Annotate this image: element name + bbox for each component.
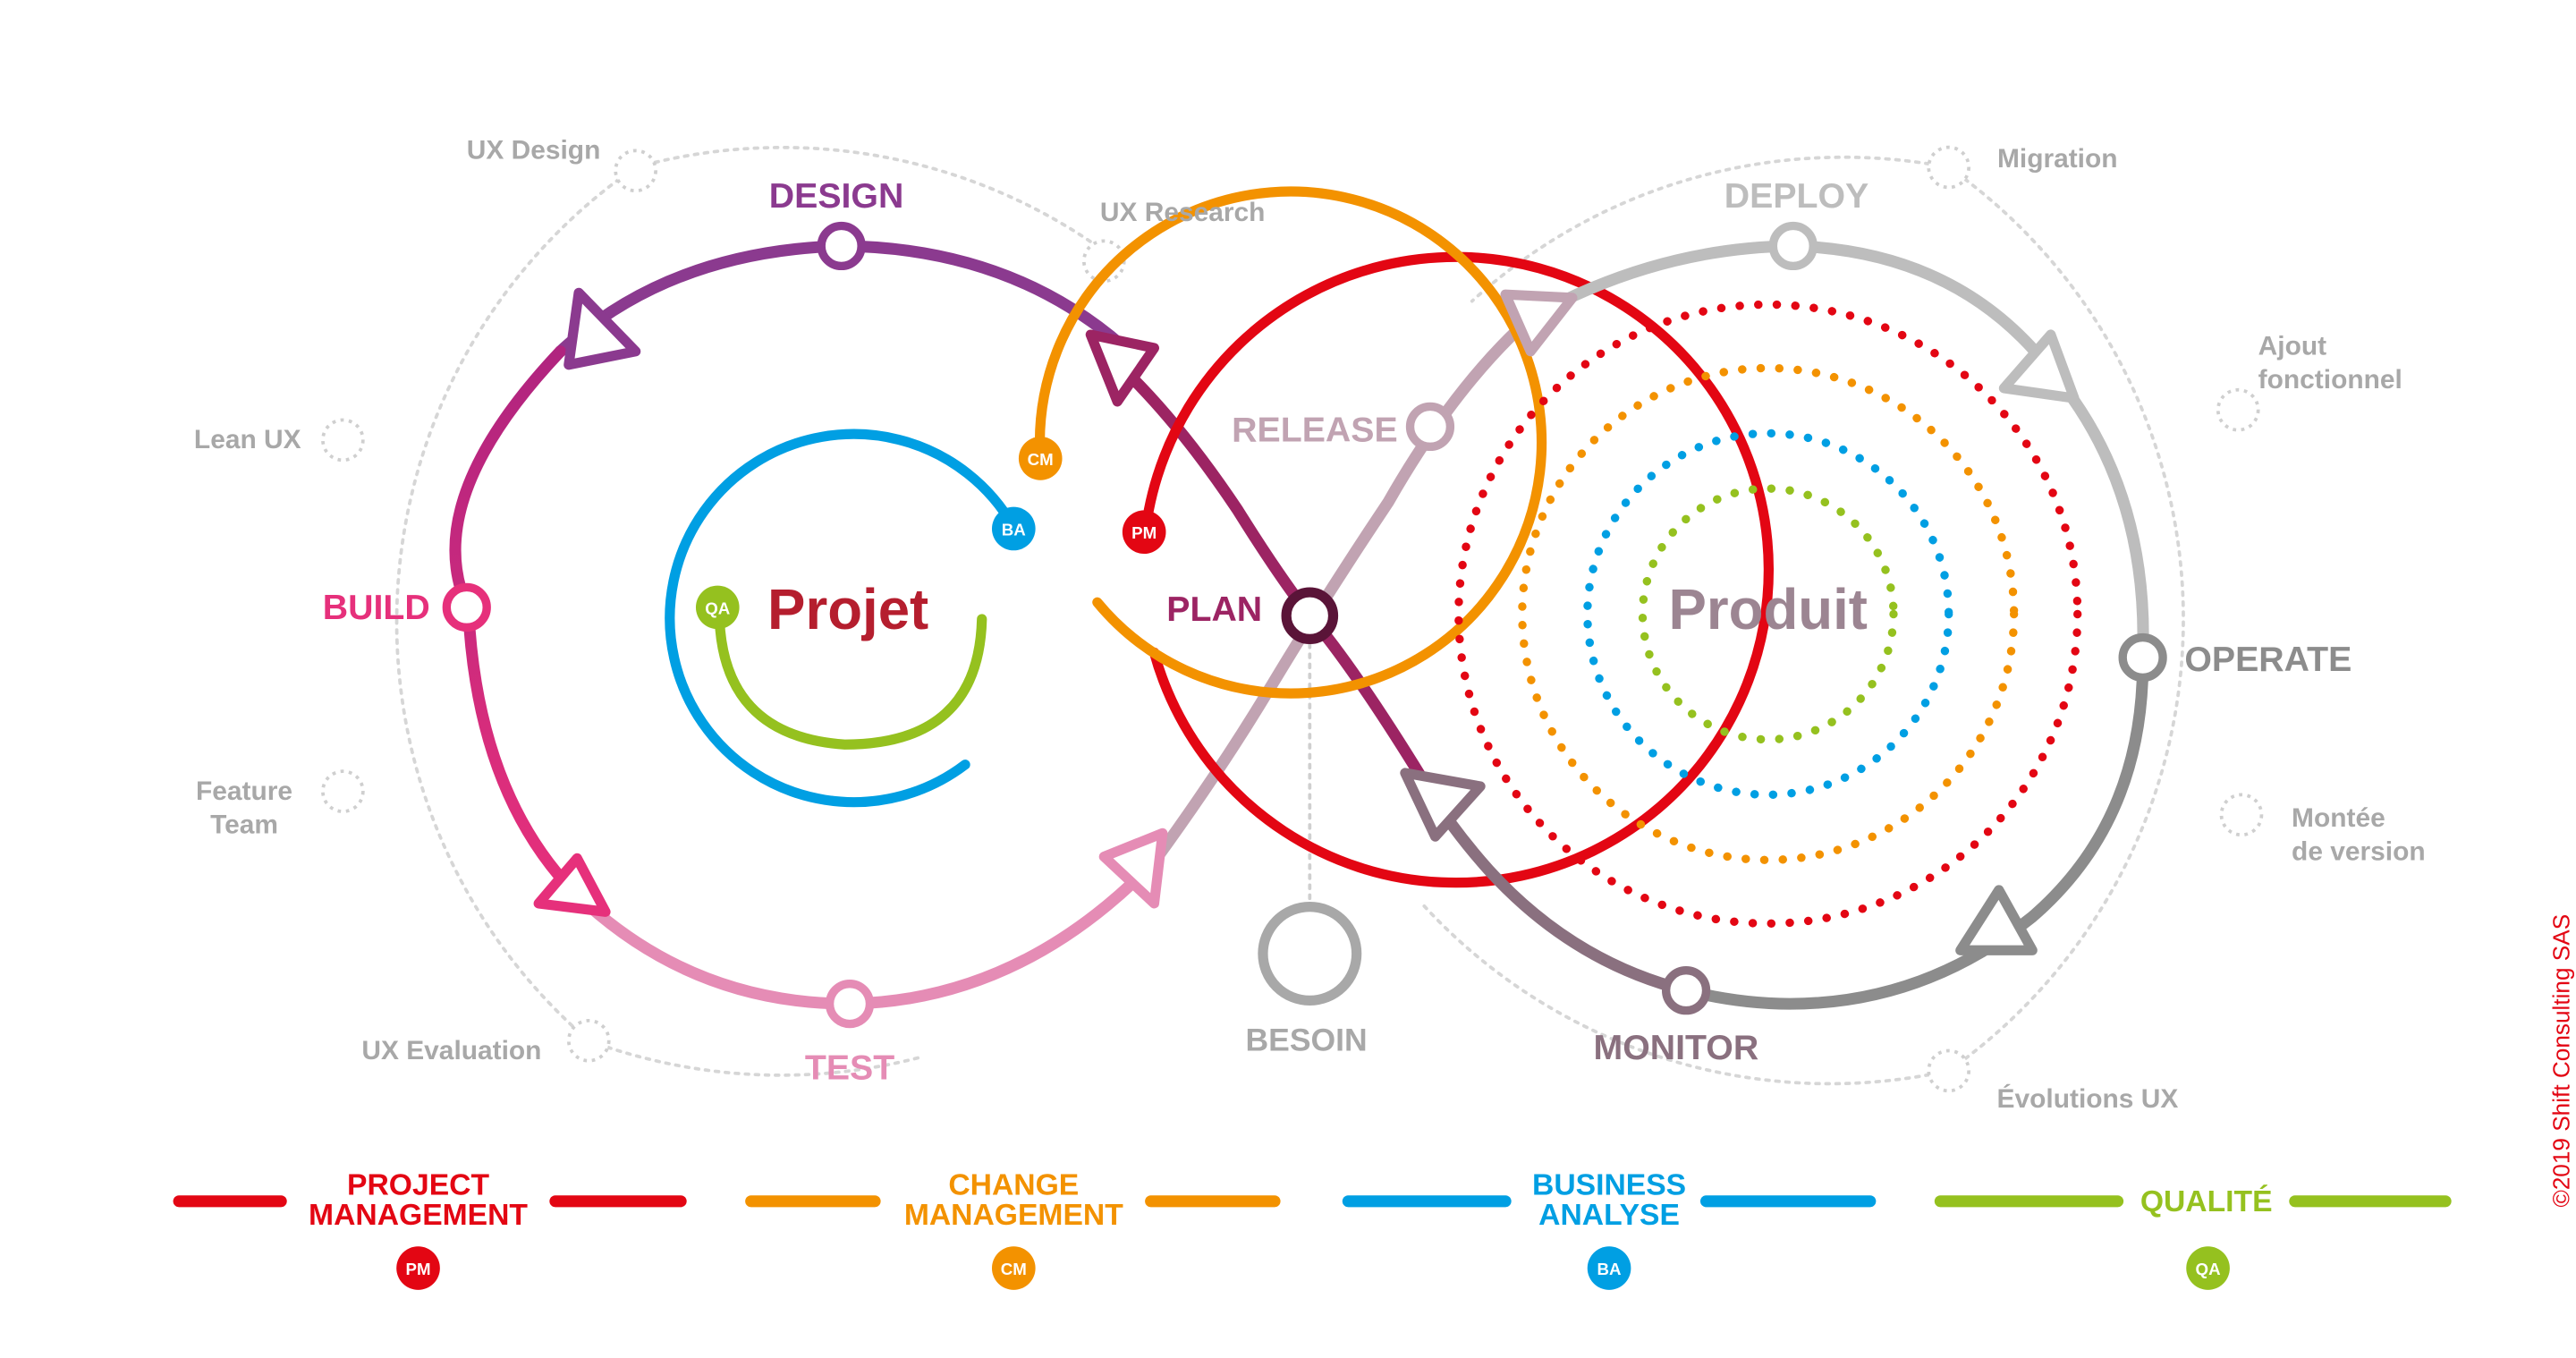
deploy-arc — [1524, 240, 2149, 664]
pm-spiral — [1139, 251, 1774, 888]
legend-cm-line2: MANAGEMENT — [904, 1199, 1123, 1232]
legend-item-qa: QUALITÉ QA — [1934, 1184, 2452, 1290]
deploy-node — [1768, 221, 1818, 271]
legend-pm-badge: PM — [406, 1260, 431, 1278]
produit-title: Produit — [1668, 578, 1867, 641]
design-arrow-icon — [564, 287, 641, 370]
monitor-arrow-icon — [1400, 768, 1486, 842]
release-arrow-icon — [1500, 289, 1578, 357]
deploy-label: DEPLOY — [1724, 176, 1868, 216]
qa-ring — [1638, 484, 1898, 744]
feature-team-node — [321, 769, 365, 813]
right-outer-orbit — [1419, 155, 2185, 1086]
monitor-node — [1661, 966, 1711, 1015]
evolutions-ux-node — [1927, 1048, 1971, 1093]
legend: PROJECT MANAGEMENT PM CHANGE MANAGEMENT … — [173, 1168, 2452, 1290]
evolutions-ux-label: Évolutions UX — [1997, 1083, 2179, 1114]
fonctionnel-label: fonctionnel — [2258, 365, 2402, 395]
build-arrow-icon — [533, 853, 611, 917]
ba-spiral — [665, 429, 1019, 808]
besoin-node — [1258, 902, 1362, 1006]
design-label: DESIGN — [769, 176, 904, 216]
ux-research-label: UX Research — [1100, 198, 1266, 227]
ajout-fonctionnel-node — [2216, 387, 2260, 432]
ba-badge: BA — [991, 506, 1036, 551]
plan-arrow-icon — [1085, 329, 1159, 407]
operate-arc — [1680, 651, 2149, 1010]
legend-item-pm: PROJECT MANAGEMENT PM — [173, 1168, 687, 1290]
deploy-arrow-icon — [1998, 329, 2080, 403]
legend-pm-line1: PROJECT — [347, 1168, 489, 1201]
montee-version-node — [2219, 793, 2264, 837]
de-version-label: de version — [2292, 836, 2426, 866]
besoin-label: BESOIN — [1245, 1022, 1367, 1057]
ux-evaluation-node — [566, 1018, 611, 1063]
cm-ring — [1518, 363, 2019, 864]
cm-badge: CM — [1018, 437, 1063, 480]
svg-text:PM: PM — [1131, 523, 1157, 542]
qa-badge: QA — [695, 585, 740, 630]
ux-design-label: UX Design — [467, 136, 601, 166]
qa-spiral — [714, 604, 987, 750]
plan-node — [1281, 587, 1339, 645]
ba-ring — [1583, 429, 1953, 800]
svg-text:CM: CM — [1028, 450, 1054, 469]
release-label: RELEASE — [1232, 411, 1397, 450]
ux-design-node — [614, 149, 657, 193]
montee-label: Montée — [2292, 803, 2385, 833]
monitor-label: MONITOR — [1594, 1028, 1759, 1067]
svg-text:QA: QA — [705, 598, 730, 617]
operate-arrow-icon — [1955, 885, 2038, 955]
test-arrow-icon — [1098, 828, 1168, 909]
legend-ba-line1: BUSINESS — [1532, 1168, 1686, 1201]
projet-title: Projet — [767, 578, 928, 641]
cm-spiral — [1034, 186, 1547, 699]
legend-cm-badge: CM — [1001, 1260, 1027, 1278]
legend-cm-line1: CHANGE — [948, 1168, 1079, 1201]
migration-label: Migration — [1997, 144, 2118, 174]
design-node — [817, 221, 866, 271]
operate-node — [2118, 632, 2167, 683]
svg-text:BA: BA — [1002, 520, 1026, 539]
left-outer-orbit — [394, 146, 1106, 1077]
legend-ba-badge: BA — [1597, 1260, 1622, 1278]
copyright-text: ©2019 Shift Consulting SAS — [2548, 914, 2575, 1208]
legend-ba-line2: ANALYSE — [1538, 1199, 1680, 1232]
operate-label: OPERATE — [2184, 640, 2351, 679]
legend-item-cm: CHANGE MANAGEMENT CM — [745, 1168, 1281, 1290]
lean-ux-node — [321, 418, 365, 463]
ux-evaluation-label: UX Evaluation — [361, 1036, 541, 1065]
release-node — [1405, 402, 1455, 452]
lean-ux-label: Lean UX — [194, 425, 301, 454]
legend-pm-line2: MANAGEMENT — [309, 1199, 528, 1232]
pm-badge: PM — [1122, 510, 1166, 555]
plan-label: PLAN — [1166, 590, 1262, 629]
legend-item-ba: BUSINESS ANALYSE BA — [1342, 1168, 1877, 1290]
test-node — [825, 979, 875, 1029]
ajout-label: Ajout — [2258, 331, 2326, 361]
pm-ring — [1454, 300, 2082, 929]
feature-label: Feature — [196, 777, 292, 806]
legend-qa-line1: QUALITÉ — [2140, 1184, 2273, 1218]
build-label: BUILD — [323, 588, 430, 627]
team-label: Team — [210, 810, 278, 839]
test-arc — [563, 855, 1160, 1010]
build-node — [442, 582, 491, 632]
migration-node — [1927, 145, 1971, 190]
test-label: TEST — [805, 1048, 894, 1087]
legend-qa-badge: QA — [2196, 1260, 2221, 1278]
